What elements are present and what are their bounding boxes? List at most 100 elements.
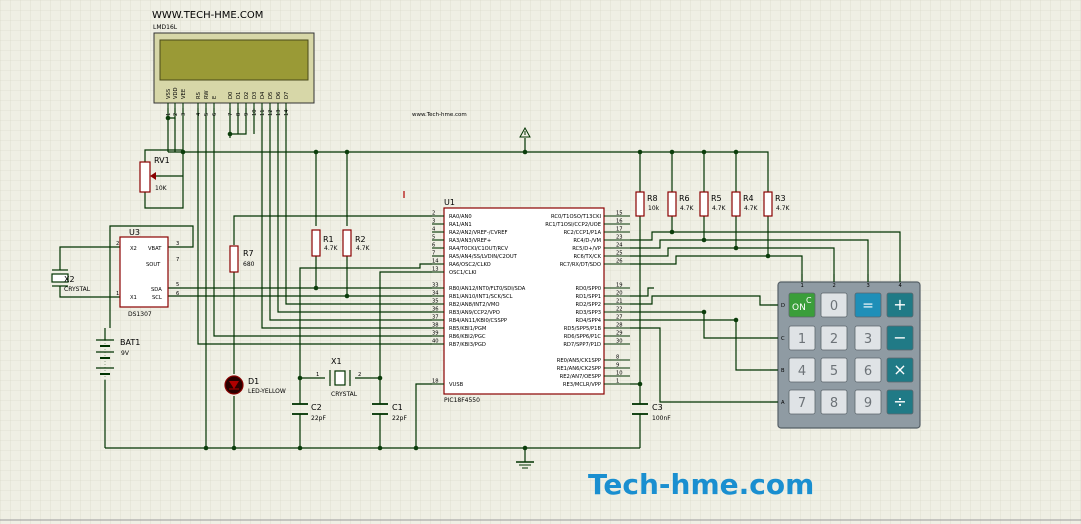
x1-value: CRYSTAL [331, 391, 358, 398]
u1-pin-label: OSC1/CLKI [449, 270, 477, 276]
u3-pin-label: SOUT [146, 262, 161, 268]
key-label: 6 [864, 364, 872, 379]
u1-pin-label: RB1/AN10/INT1/SCK/SCL [449, 294, 513, 300]
site-url-label: WWW.TECH-HME.COM [152, 10, 263, 21]
u1-pin-label: RC6/TX/CK [573, 254, 601, 260]
u3-pin-label: SDA [151, 287, 162, 293]
lcd-pin-label: D6 [276, 92, 282, 99]
u1-pin-label: RD3/SPP3 [576, 310, 602, 316]
u1-pin-number: 23 [616, 235, 623, 241]
keypad-key[interactable]: 3 [854, 325, 882, 351]
keypad-row-label: A [781, 400, 785, 406]
keypad-key[interactable]: 4 [788, 357, 816, 383]
lcd-pin-number: 12 [268, 109, 274, 116]
x1-ref: X1 [331, 357, 342, 366]
keypad-key[interactable]: − [886, 325, 914, 351]
resistor-r3: R34.7K [763, 191, 791, 217]
lcd-pin-number: 2 [173, 113, 179, 116]
keypad-key[interactable]: 9 [854, 389, 882, 415]
keypad-key[interactable]: ÷ [886, 389, 914, 415]
r2-value: 4.7K [356, 245, 371, 252]
resistor-ref: R8 [647, 194, 658, 203]
keypad-key[interactable]: 1 [788, 325, 816, 351]
keypad-key[interactable]: ONC [788, 292, 816, 318]
bat1-value: 9V [121, 350, 130, 357]
capacitor-c1: C1 22pF [372, 403, 407, 422]
keypad-key[interactable]: 0 [820, 292, 848, 318]
u3-pin-number: 7 [176, 257, 179, 263]
u1-pin-label: RA0/AN0 [449, 214, 472, 220]
u1-pin-number: 39 [432, 331, 439, 337]
microcontroller-u1: U1 PIC18F4550 RA0/AN02RA1/AN13RA2/AN2/VR… [432, 198, 630, 404]
keypad-key[interactable]: 8 [820, 389, 848, 415]
u1-pin-number: 14 [432, 259, 439, 265]
u1-pin-number: 10 [616, 371, 623, 377]
resistor-r7: R7 680 [229, 245, 255, 273]
u1-pin-number: 29 [616, 331, 623, 337]
ground-terminal [516, 461, 534, 469]
r2-ref: R2 [355, 235, 366, 244]
u1-pin-number: 30 [616, 339, 623, 345]
keypad-key[interactable]: 5 [820, 357, 848, 383]
resistor-r6: R64.7K [667, 191, 695, 217]
x2-value: CRYSTAL [64, 286, 91, 293]
u3-pin-label: SCL [152, 295, 162, 301]
key-label: + [893, 295, 906, 314]
u1-pin-label: RD4/SPP4 [576, 318, 602, 324]
lcd-ref: LMD16L [153, 24, 178, 31]
resistor-value: 4.7K [744, 205, 759, 212]
u1-pin-number: 25 [616, 251, 623, 257]
u1-pin-number: 15 [616, 211, 623, 217]
c1-value: 22pF [392, 415, 407, 422]
keypad-key[interactable]: = [854, 292, 882, 318]
lcd-pin-number: 1 [166, 113, 172, 116]
u3-pin-number: 5 [176, 282, 179, 288]
u3-pin-number: 3 [176, 241, 179, 247]
brand-watermark: Tech-hme.com [588, 468, 814, 501]
lcd-pin-label: VEE [181, 89, 187, 99]
r7-ref: R7 [243, 249, 254, 258]
u1-pin-number: 7 [432, 251, 435, 257]
u1-pin-number: 2 [432, 211, 435, 217]
x2-ref: X2 [64, 275, 75, 284]
key-label: × [893, 360, 906, 379]
resistor-ref: R3 [775, 194, 786, 203]
u1-pin-number: 40 [432, 339, 439, 345]
u1-pin-label: RE0/AN5/CK1SPP [557, 358, 601, 364]
resistor-r2: R2 4.7K [342, 229, 371, 257]
lcd-pin-number: 5 [204, 113, 210, 116]
u1-pin-label: RB6/KBI2/PGC [449, 334, 486, 340]
u1-pin-label: RC4/D-/VM [573, 238, 601, 244]
keypad-key[interactable]: 6 [854, 357, 882, 383]
keypad-key[interactable]: + [886, 292, 914, 318]
power-terminal [519, 126, 531, 138]
keypad-key[interactable]: 7 [788, 389, 816, 415]
capacitor-c3: C3 100nF [632, 403, 671, 422]
keypad-key[interactable]: 2 [820, 325, 848, 351]
u1-pin-label: RD1/SPP1 [576, 294, 602, 300]
lcd-pin-number: 14 [284, 109, 290, 116]
u1-pin-number: 1 [616, 379, 619, 385]
keypad-col-label: 3 [867, 283, 870, 289]
lcd-pin-number: 3 [181, 113, 187, 116]
u1-part: PIC18F4550 [444, 397, 480, 404]
u1-pin-label: RA3/AN3/VREF+ [449, 238, 491, 244]
u1-pin-number: 38 [432, 323, 439, 329]
key-label: 8 [830, 396, 838, 411]
led-d1: D1 LED-YELLOW [224, 375, 286, 395]
resistor-value: 4.7K [712, 205, 727, 212]
r1-ref: R1 [323, 235, 334, 244]
c3-ref: C3 [652, 403, 663, 412]
u1-pin-label: RE2/AN7/OESPP [560, 374, 601, 380]
keypad-key[interactable]: × [886, 357, 914, 383]
u1-pin-number: 37 [432, 315, 439, 321]
u1-pin-number: 4 [432, 227, 436, 233]
rv1-ref: RV1 [154, 156, 170, 165]
u1-pin-label: RD5/SPP5/P1B [564, 326, 602, 332]
u1-pin-number: 21 [616, 299, 623, 305]
u3-part: DS1307 [128, 311, 152, 318]
